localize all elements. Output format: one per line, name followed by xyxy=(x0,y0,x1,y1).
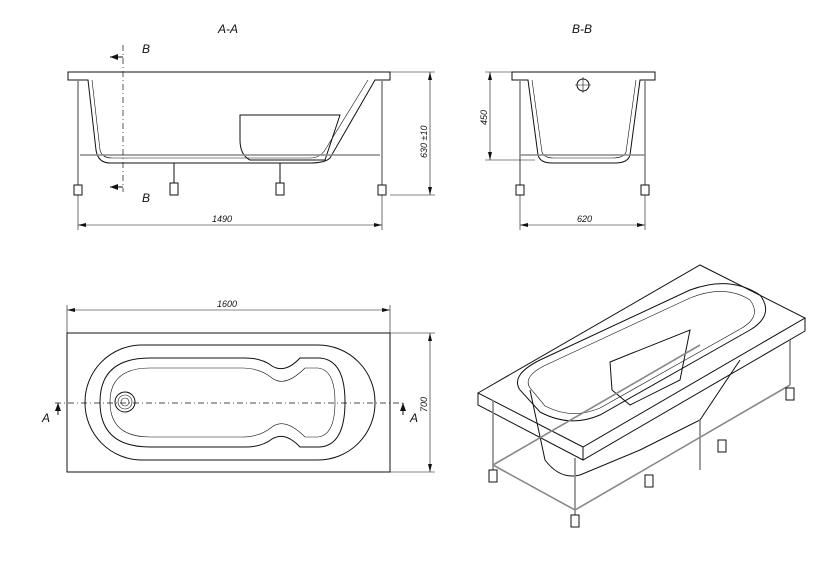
section-bb-view: B-B 450 620 xyxy=(479,22,656,230)
section-aa-title: A-A xyxy=(217,22,238,36)
dimension-side-length: 1490 xyxy=(212,214,232,224)
section-marker-a-right: A xyxy=(409,411,418,425)
top-view: A A 1600 700 xyxy=(41,299,435,473)
dimension-end-depth: 450 xyxy=(479,110,489,125)
section-marker-b-top: B xyxy=(142,42,150,56)
section-marker-b-bottom: B xyxy=(142,191,150,205)
section-bb-title: B-B xyxy=(572,22,592,36)
section-marker-a-left: A xyxy=(41,411,50,425)
dimension-end-width: 620 xyxy=(577,214,592,224)
isometric-view xyxy=(476,264,807,528)
dimension-side-height: 630 ±10 xyxy=(419,126,429,158)
dimension-top-length: 1600 xyxy=(217,299,237,309)
dimension-top-width: 700 xyxy=(419,397,429,412)
section-aa-view: A-A B B 1490 630 ±10 xyxy=(67,22,435,230)
